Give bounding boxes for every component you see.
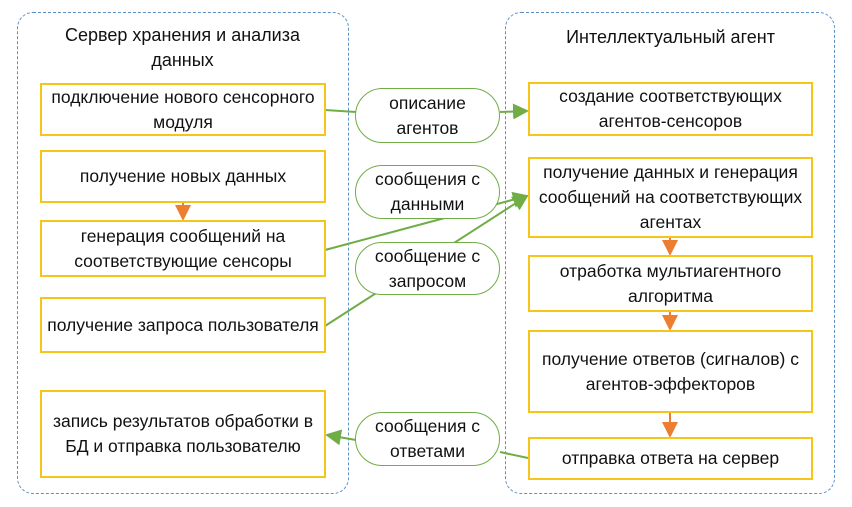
server-step-receive-request: получение запроса пользователя [40, 297, 326, 353]
agent-step-multiagent-algorithm: отработка мультиагентного алгоритма [528, 255, 813, 312]
agent-step-receive-answers: получение ответов (сигналов) с агентов-э… [528, 330, 813, 413]
server-panel [17, 12, 349, 494]
agent-step-send-answer: отправка ответа на сервер [528, 437, 813, 480]
connector-arrow [325, 429, 357, 446]
agent-panel [505, 12, 835, 494]
server-step-generate-messages: генерация сообщений на соответствующие с… [40, 220, 326, 277]
server-step-receive-data: получение новых данных [40, 150, 326, 203]
message-request: сообщение с запросом [355, 242, 500, 295]
message-agent-description: описание агентов [355, 88, 500, 143]
connector-arrow [499, 103, 529, 120]
agent-step-receive-data: получение данных и генерация сообщений н… [528, 157, 813, 238]
message-data: сообщения с данными [355, 165, 500, 219]
agent-title: Интеллектуальный агент [566, 27, 775, 47]
server-step-connect-module: подключение нового сенсорного модуля [40, 83, 326, 136]
agent-step-create-sensors: создание соответствующих агентов-сенсоро… [528, 82, 813, 136]
server-step-save-results: запись результатов обработки в БД и отпр… [40, 390, 326, 478]
server-title: Сервер хранения и анализа данных [65, 25, 300, 70]
connector-line [324, 109, 357, 113]
connector-line [499, 451, 529, 459]
message-answers: сообщения с ответами [355, 412, 500, 466]
